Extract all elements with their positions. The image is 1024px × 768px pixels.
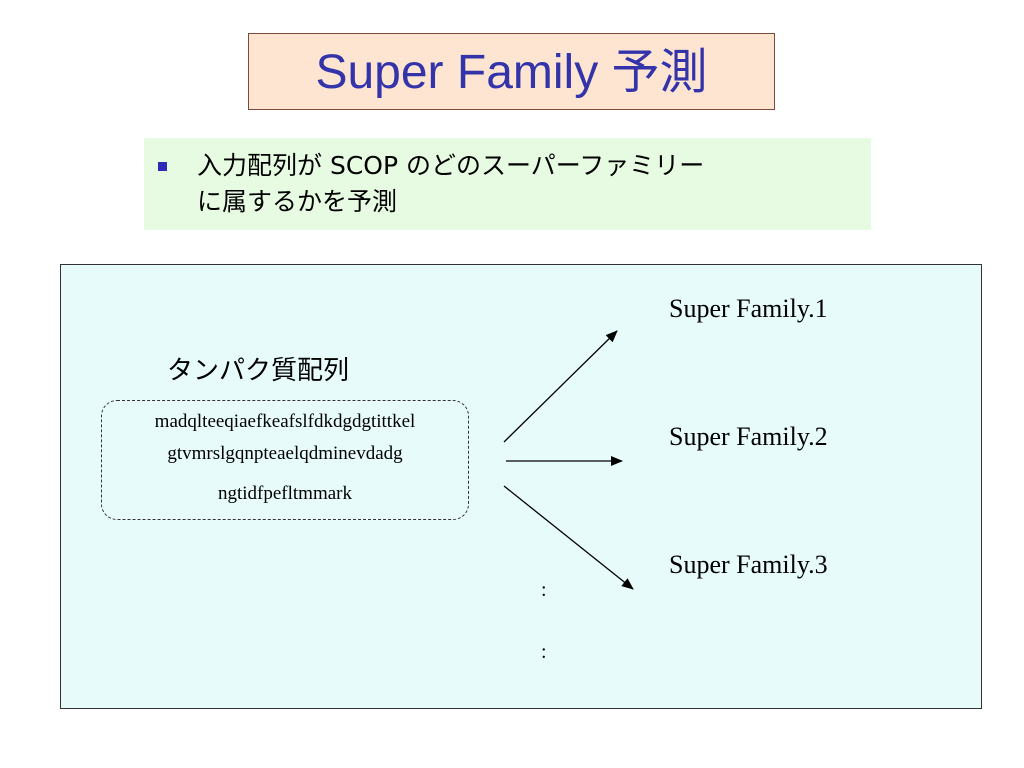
ellipsis-dot-1: : [541,579,547,601]
sequence-box: madqlteeqiaefkeafslfdkdgdgtittkel gtvmrs… [101,400,469,520]
super-family-2: Super Family.2 [669,422,828,451]
sequence-line-1: madqlteeqiaefkeafslfdkdgdgtittkel [154,411,416,432]
arrow-to-family-3 [503,485,634,590]
title-box: Super Family 予測 [248,33,775,110]
super-family-1: Super Family.1 [669,294,828,323]
bullet-text: 入力配列が SCOP のどのスーパーファミリー に属するかを予測 [197,148,857,220]
protein-sequence-label: タンパク質配列 [167,356,350,386]
bullet-box: 入力配列が SCOP のどのスーパーファミリー に属するかを予測 [144,138,871,230]
diagram-panel [60,264,982,709]
sequence-line-2: gtvmrslgqnpteaelqdminevdadg [167,443,403,464]
bullet-line-2: に属するかを予測 [197,187,398,216]
arrow-to-family-1 [503,330,618,443]
super-family-3: Super Family.3 [669,550,828,579]
sequence-line-3: ngtidfpefltmmark [217,483,353,504]
bullet-line-1: 入力配列が SCOP のどのスーパーファミリー [197,151,705,180]
bullet-marker [158,162,167,171]
ellipsis-dot-2: : [541,641,547,663]
slide-title: Super Family 予測 [315,46,708,99]
